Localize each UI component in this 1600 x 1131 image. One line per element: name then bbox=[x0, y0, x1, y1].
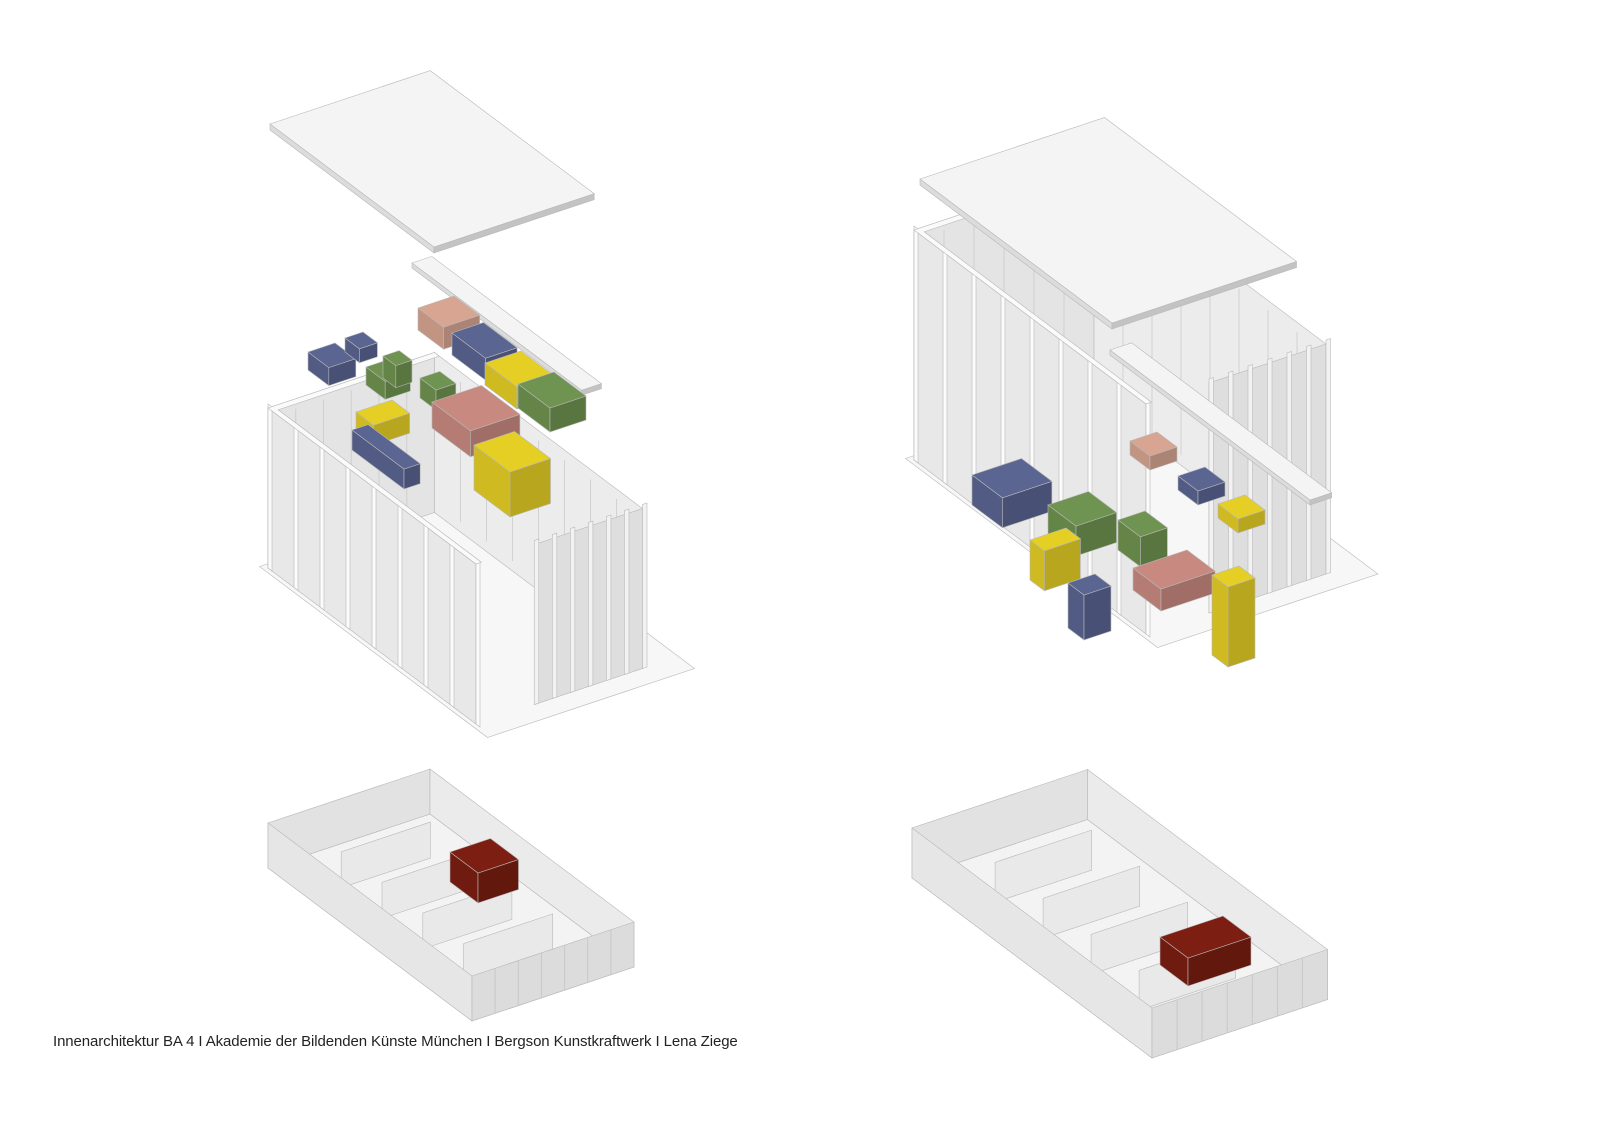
left-green-volume-4-top-face bbox=[517, 371, 587, 409]
left-navy-long-volume bbox=[351, 424, 421, 490]
left-navy-volume-2-top-face bbox=[344, 331, 379, 350]
left-navy-volume-2 bbox=[344, 331, 379, 364]
right-salmon-volume-top-face bbox=[1129, 431, 1178, 457]
right-basement-partition bbox=[1042, 865, 1140, 939]
right-navy-tall-volume-top-face bbox=[1067, 573, 1112, 596]
left-basement-red-volume bbox=[449, 838, 520, 904]
left-shell-pilaster bbox=[371, 481, 377, 650]
right-shell-pilaster bbox=[1247, 364, 1253, 601]
left-basement bbox=[267, 768, 635, 1022]
left-roof-slab-top-face bbox=[269, 70, 595, 248]
left-shell-pilaster bbox=[423, 520, 429, 689]
right-shell-pilaster bbox=[1116, 377, 1122, 616]
left-shell-pilaster bbox=[533, 538, 540, 705]
left-yellow-cube-top-face bbox=[473, 431, 552, 473]
left-pink-volume-top-face bbox=[431, 385, 521, 432]
right-green-volume-1-top-face bbox=[1047, 491, 1118, 527]
left-navy-long-volume-top-face bbox=[351, 424, 421, 470]
right-green-volume-2-top-face bbox=[1117, 510, 1169, 538]
left-shell-pilaster bbox=[267, 403, 273, 572]
right-shell-pilaster bbox=[1087, 355, 1093, 595]
right-navy-tall-volume bbox=[1067, 573, 1112, 641]
right-ceiling-strip bbox=[1109, 342, 1333, 506]
right-shell-pilaster bbox=[1306, 344, 1312, 581]
right-roof-slab bbox=[919, 117, 1298, 330]
left-shell-pilaster bbox=[642, 502, 648, 669]
left-shell-pilaster bbox=[552, 532, 558, 699]
left-shell-pilaster bbox=[606, 514, 612, 681]
left-green-volume-4 bbox=[517, 371, 587, 433]
right-basement-partition bbox=[1090, 901, 1188, 975]
right-shell-pilaster bbox=[1267, 357, 1273, 594]
right-yellow-volume-top-face bbox=[1029, 527, 1082, 552]
left-yellow-volume-2-top-face bbox=[355, 399, 411, 426]
left-shell-pilaster bbox=[570, 526, 576, 693]
right-shell-pilaster bbox=[913, 225, 919, 464]
right-navy-volume-top-face bbox=[971, 458, 1053, 499]
right-basement-front-wall bbox=[1151, 949, 1328, 1059]
right-basement bbox=[911, 768, 1329, 1059]
left-shell-pilaster bbox=[588, 520, 594, 687]
right-navy-volume bbox=[971, 458, 1053, 529]
left-shell-wall-top bbox=[267, 352, 483, 565]
left-salmon-volume-top-face bbox=[417, 295, 481, 328]
left-basement-red-volume-top-face bbox=[449, 838, 520, 874]
left-green-volume-3-top-face bbox=[419, 371, 457, 391]
right-yellow-tall-volume-top-face bbox=[1211, 565, 1256, 588]
left-navy-volume-3-top-face bbox=[451, 322, 518, 359]
right-yellow-volume bbox=[1029, 527, 1082, 592]
right-navy-tall-volume-front-face bbox=[1083, 585, 1112, 641]
left-navy-volume-1 bbox=[307, 342, 357, 387]
right-salmon-volume bbox=[1129, 431, 1178, 471]
left-ceiling-strip-top-face bbox=[411, 256, 603, 391]
right-green-volume-2 bbox=[1117, 510, 1169, 568]
left-roof-slab bbox=[269, 70, 595, 254]
right-pink-volume bbox=[1132, 549, 1216, 612]
left-shell-pilaster bbox=[345, 461, 351, 631]
right-ceiling-strip-top-face bbox=[1109, 342, 1333, 501]
left-shell-pilaster bbox=[449, 539, 455, 709]
right-basement-red-volume-top-face bbox=[1159, 915, 1252, 959]
right-pink-volume-top-face bbox=[1132, 549, 1216, 590]
right-yellow-upper-volume-top-face bbox=[1217, 494, 1266, 520]
left-shell-pilaster bbox=[475, 559, 481, 728]
right-shell-pilaster bbox=[971, 268, 977, 508]
right-basement-partition bbox=[994, 829, 1092, 903]
left-shell-pilaster bbox=[293, 422, 299, 592]
left-shell-pilaster bbox=[319, 442, 325, 611]
right-yellow-tall-volume-left-face bbox=[1211, 574, 1229, 668]
caption: Innenarchitektur BA 4 I Akademie der Bil… bbox=[53, 1033, 738, 1050]
right-navy-upper-volume bbox=[1177, 466, 1226, 506]
left-yellow-cube bbox=[473, 431, 552, 518]
left-green-volume-2 bbox=[382, 350, 413, 389]
right-shell-pilaster bbox=[942, 247, 948, 486]
right-roof-slab-top-face bbox=[919, 117, 1298, 324]
left-shell-pilaster bbox=[624, 508, 630, 675]
right-yellow-tall-volume bbox=[1211, 565, 1256, 668]
left-green-volume-2-top-face bbox=[382, 350, 413, 366]
right-basement-red-volume bbox=[1159, 915, 1252, 987]
right-yellow-upper-volume bbox=[1217, 494, 1266, 534]
right-shell-pilaster bbox=[1325, 338, 1331, 575]
left-basement-front-wall bbox=[471, 921, 635, 1022]
left-basement-partition bbox=[340, 821, 431, 889]
left-shell-pilaster bbox=[397, 500, 403, 670]
right-yellow-tall-volume-front-face bbox=[1227, 577, 1256, 668]
right-navy-upper-volume-top-face bbox=[1177, 466, 1226, 492]
